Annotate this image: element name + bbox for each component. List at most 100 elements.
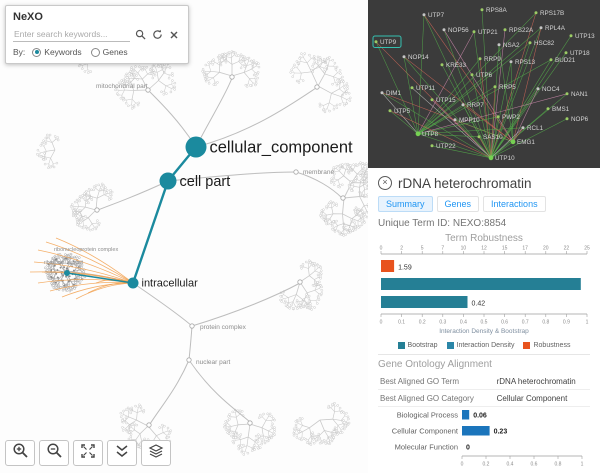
- network-node[interactable]: [565, 92, 569, 96]
- network-node[interactable]: [470, 73, 474, 77]
- network-node[interactable]: [569, 34, 573, 38]
- clear-icon[interactable]: [167, 28, 181, 42]
- network-node-label[interactable]: NOP14: [408, 54, 429, 61]
- network-node[interactable]: [402, 55, 406, 59]
- network-node[interactable]: [503, 28, 507, 32]
- network-node-label[interactable]: KRE33: [446, 62, 466, 69]
- refresh-icon[interactable]: [150, 28, 164, 42]
- network-node[interactable]: [493, 85, 497, 89]
- network-node-label[interactable]: NOP56: [448, 27, 469, 34]
- tree-node-cell-part[interactable]: [159, 172, 177, 190]
- network-node-label[interactable]: NOC4: [542, 86, 560, 93]
- network-node-label[interactable]: RPS8A: [486, 7, 507, 14]
- network-node[interactable]: [410, 86, 414, 90]
- network-node[interactable]: [565, 117, 569, 121]
- network-node[interactable]: [510, 139, 516, 145]
- tab-genes[interactable]: Genes: [436, 196, 480, 212]
- network-node[interactable]: [472, 30, 476, 34]
- radio-keywords[interactable]: Keywords: [32, 47, 82, 57]
- network-node-label[interactable]: UTP5: [394, 108, 411, 115]
- network-node[interactable]: [528, 41, 532, 45]
- network-node-label[interactable]: NAN1: [571, 91, 588, 98]
- tree-node-cellular_component[interactable]: [185, 136, 207, 158]
- network-node[interactable]: [546, 107, 550, 111]
- network-node[interactable]: [539, 26, 543, 30]
- network-node[interactable]: [388, 109, 392, 113]
- network-node-label[interactable]: NSA2: [503, 42, 520, 49]
- network-node[interactable]: [430, 98, 434, 102]
- network-node-label[interactable]: DIM1: [386, 90, 402, 97]
- tree-node-selected-term[interactable]: [64, 270, 70, 276]
- network-node[interactable]: [497, 43, 501, 47]
- search-input[interactable]: [13, 27, 130, 42]
- network-node-label[interactable]: UTP9: [380, 39, 397, 46]
- network-node-label[interactable]: RPS17B: [540, 10, 564, 17]
- network-node-label[interactable]: UTP22: [436, 143, 456, 150]
- close-icon[interactable]: ×: [378, 176, 392, 190]
- network-node-label[interactable]: BUD21: [555, 57, 576, 64]
- zoom-out-button[interactable]: [39, 440, 69, 466]
- network-node[interactable]: [480, 8, 484, 12]
- network-node-label[interactable]: EMG1: [517, 139, 535, 146]
- layers-button[interactable]: [141, 440, 171, 466]
- network-node-label[interactable]: RPS22A: [509, 27, 534, 34]
- svg-text:0.5: 0.5: [481, 320, 488, 326]
- zoom-in-icon: [12, 442, 29, 464]
- network-node-label[interactable]: UTP6: [476, 72, 493, 79]
- network-node[interactable]: [496, 115, 500, 119]
- network-node-label[interactable]: HSC82: [534, 40, 555, 47]
- network-node[interactable]: [422, 13, 426, 17]
- network-node-label[interactable]: RPS13: [515, 59, 535, 66]
- network-node[interactable]: [478, 57, 482, 61]
- interaction-network[interactable]: UTP7 RPS8A RPS17B NOP56 UTP21 RPS22A RPL4A UTP1…: [368, 0, 600, 168]
- network-node[interactable]: [509, 60, 513, 64]
- network-node-label[interactable]: UTP8: [422, 131, 439, 138]
- search-icon[interactable]: [133, 28, 147, 42]
- network-node[interactable]: [521, 126, 525, 130]
- network-node-label[interactable]: RRP5: [499, 84, 516, 91]
- network-node-label[interactable]: BMS1: [552, 106, 570, 113]
- network-node-label[interactable]: PWP2: [502, 114, 520, 121]
- network-node-label[interactable]: UTP21: [478, 29, 498, 36]
- go-alignment-title: Gene Ontology Alignment: [378, 359, 492, 370]
- network-node[interactable]: [440, 63, 444, 67]
- tree-node-intracellular[interactable]: [127, 277, 139, 289]
- network-node-label[interactable]: UTP15: [436, 97, 456, 104]
- network-node-label[interactable]: UTP10: [495, 155, 515, 162]
- interaction-network-panel[interactable]: UTP7 RPS8A RPS17B NOP56 UTP21 RPS22A RPL4A UTP1…: [368, 0, 600, 168]
- tab-summary[interactable]: Summary: [378, 196, 433, 212]
- network-node[interactable]: [374, 40, 378, 44]
- network-node[interactable]: [453, 118, 457, 122]
- zoom-in-button[interactable]: [5, 440, 35, 466]
- network-node-label[interactable]: UTP13: [575, 33, 595, 40]
- network-node-label[interactable]: UTP7: [428, 12, 445, 19]
- network-node-label[interactable]: RRP9: [484, 56, 501, 63]
- expand-levels-button[interactable]: [107, 440, 137, 466]
- network-node[interactable]: [415, 131, 421, 137]
- radio-genes[interactable]: Genes: [90, 47, 128, 57]
- network-node-label[interactable]: MPP10: [459, 117, 480, 124]
- network-node[interactable]: [461, 103, 465, 107]
- network-node-label[interactable]: RPL4A: [545, 25, 566, 32]
- network-node[interactable]: [488, 155, 494, 161]
- tab-interactions[interactable]: Interactions: [483, 196, 546, 212]
- network-node-label[interactable]: UTP18: [570, 50, 590, 57]
- network-node[interactable]: [536, 87, 540, 91]
- network-node[interactable]: [477, 135, 481, 139]
- network-node[interactable]: [442, 28, 446, 32]
- network-node[interactable]: [534, 11, 538, 15]
- fit-to-screen-button[interactable]: [73, 440, 103, 466]
- network-node[interactable]: [549, 58, 553, 62]
- network-node-label[interactable]: SAS10: [483, 134, 503, 141]
- network-node-label[interactable]: RRP7: [467, 102, 484, 109]
- network-node[interactable]: [564, 51, 568, 55]
- network-node-label[interactable]: RCL1: [527, 125, 544, 132]
- svg-text:0.4: 0.4: [460, 320, 467, 326]
- radio-dot: [32, 47, 42, 57]
- network-node-label[interactable]: NOP6: [571, 116, 589, 123]
- network-node-label[interactable]: UTP11: [416, 85, 436, 92]
- network-node[interactable]: [380, 91, 384, 95]
- network-node[interactable]: [430, 144, 434, 148]
